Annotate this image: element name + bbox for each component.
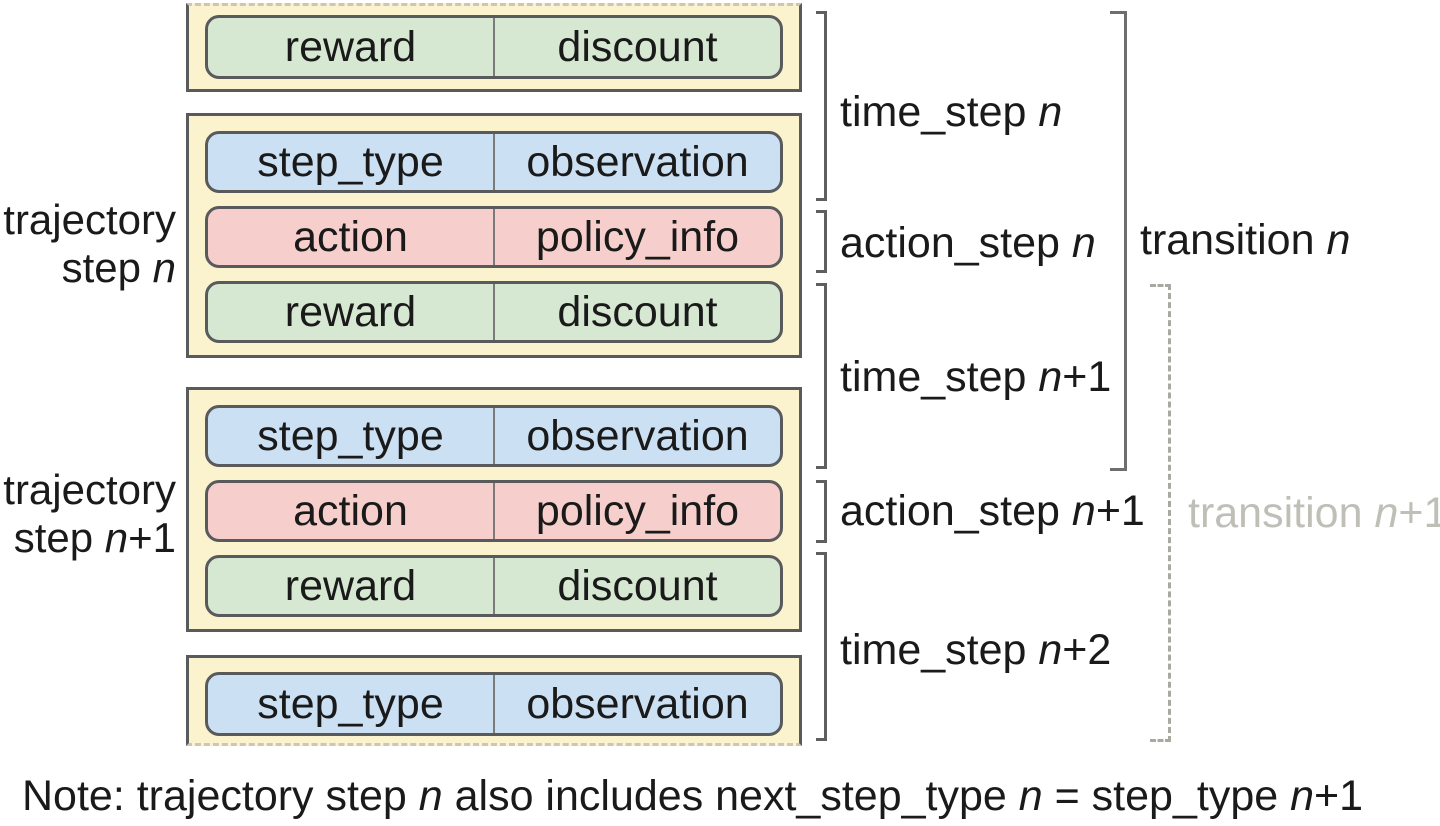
- discount-cell: discount: [493, 558, 780, 614]
- step-type-observation-row: step_type observation: [205, 405, 783, 467]
- time-step-n2-bracket: [816, 552, 827, 741]
- time-step-n-box-partial: reward discount: [186, 3, 802, 92]
- time-step-n-bracket: [816, 11, 827, 201]
- step-type-cell: step_type: [257, 411, 444, 460]
- trajectory-step-n1-label: trajectory step n+1: [0, 466, 176, 562]
- time-step-n2-label: time_step n+2: [840, 626, 1112, 674]
- action-step-n-bracket: [816, 210, 827, 273]
- action-step-n-label: action_step n: [840, 219, 1096, 267]
- trajectory-step-n-box: step_type observation action policy_info…: [186, 113, 802, 358]
- time-step-n2-box-partial: step_type observation: [186, 655, 802, 746]
- action-policy-info-row: action policy_info: [205, 206, 783, 268]
- trajectory-step-n-label-line1: trajectory: [3, 196, 176, 243]
- reward-cell: reward: [284, 22, 417, 71]
- action-step-n1-bracket: [816, 480, 827, 543]
- transition-n1-label: transition n+1: [1188, 489, 1440, 537]
- trajectory-step-n1-label-line1: trajectory: [3, 466, 176, 513]
- trajectory-step-n-label: trajectory step n: [0, 196, 176, 292]
- reward-discount-row: reward discount: [205, 15, 783, 79]
- time-step-n1-label: time_step n+1: [840, 353, 1112, 401]
- transition-n-bracket: [1110, 11, 1127, 471]
- policy-info-cell: policy_info: [493, 209, 780, 265]
- policy-info-cell: policy_info: [493, 483, 780, 539]
- trajectory-step-n1-box: step_type observation action policy_info…: [186, 387, 802, 632]
- trajectory-step-n1-label-line2: step n+1: [13, 514, 176, 561]
- time-step-n-label: time_step n: [840, 88, 1063, 136]
- transition-n-label: transition n: [1140, 216, 1351, 264]
- reward-discount-row: reward discount: [205, 281, 783, 343]
- reward-cell: reward: [284, 287, 417, 336]
- action-cell: action: [293, 486, 408, 535]
- transition-n1-bracket: [1150, 284, 1171, 742]
- reward-cell: reward: [284, 561, 417, 610]
- observation-cell: observation: [493, 134, 780, 190]
- action-step-n1-label: action_step n+1: [840, 487, 1145, 535]
- note-text: Note: trajectory step n also includes ne…: [22, 772, 1364, 820]
- reward-discount-row: reward discount: [205, 555, 783, 617]
- action-cell: action: [293, 212, 408, 261]
- step-type-observation-row: step_type observation: [205, 131, 783, 193]
- discount-cell: discount: [493, 284, 780, 340]
- step-type-cell: step_type: [257, 137, 444, 186]
- trajectory-step-n-label-line2: step n: [61, 244, 176, 291]
- observation-cell: observation: [493, 408, 780, 464]
- discount-cell: discount: [493, 18, 780, 76]
- observation-cell: observation: [493, 675, 780, 733]
- step-type-observation-row: step_type observation: [205, 672, 783, 736]
- time-step-n1-bracket: [816, 283, 827, 469]
- action-policy-info-row: action policy_info: [205, 480, 783, 542]
- step-type-cell: step_type: [257, 679, 444, 728]
